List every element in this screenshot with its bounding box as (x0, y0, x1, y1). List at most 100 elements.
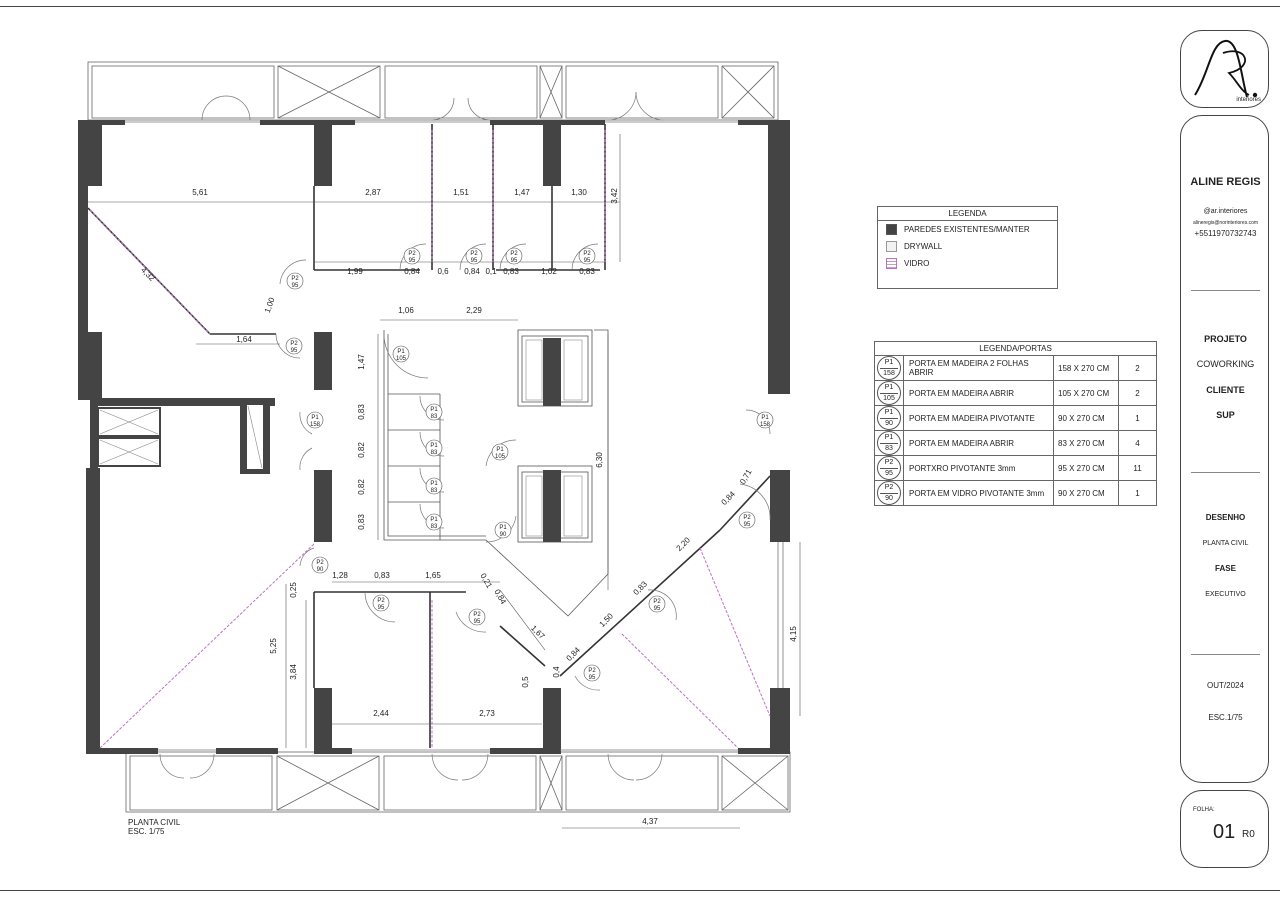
dim-right-height: 4,15 (789, 626, 798, 642)
door-quantity: 1 (1135, 488, 1140, 498)
tag-code: P2 (588, 668, 596, 674)
door-quantity: 2 (1135, 363, 1140, 373)
dim-right-diag-a: 0,71 (738, 467, 754, 485)
legend-item-glass: VIDRO (878, 255, 1057, 272)
tag-code: P2 (653, 599, 661, 605)
designer-email: alineregis@norinteriores.com (1192, 220, 1259, 226)
dim-core-height: 6,30 (595, 452, 604, 468)
shaft-boxes (97, 407, 161, 467)
shaft-crosses (99, 405, 263, 469)
tag-size: 95 (511, 258, 518, 264)
tag-code: P2 (510, 251, 518, 257)
door-legend-title: LEGENDA/PORTAS (875, 342, 1156, 356)
drywall-partitions (87, 124, 771, 748)
dim-right-top: 3,42 (610, 188, 619, 204)
door-quantity: 4 (1135, 438, 1140, 448)
dim-top-3: 1,51 (453, 188, 469, 197)
dim-upper-8: 0,83 (579, 267, 595, 276)
tag-size: 95 (474, 619, 481, 625)
dim-diag-left: 4,32 (139, 266, 157, 284)
tag-code: P2 (291, 276, 299, 282)
drywall-swatch-icon (886, 241, 897, 252)
legend-item-label: DRYWALL (904, 242, 943, 251)
dim-bottom-b: 2,73 (479, 709, 495, 718)
ar-logo-icon (1194, 40, 1258, 98)
dim-core-left-2: 0,83 (357, 404, 366, 420)
dim-bottom-a: 2,44 (373, 709, 389, 718)
door-dimension: 95 X 270 CM (1054, 456, 1119, 480)
materials-legend: LEGENDA PAREDES EXISTENTES/MANTER DRYWAL… (877, 206, 1058, 289)
drawing-label: DESENHO (1205, 513, 1246, 522)
plan-title: PLANTA CIVIL (128, 818, 181, 827)
dim-right-diag-e: 1,50 (598, 611, 616, 629)
elevator-inner (525, 339, 583, 537)
divider (1191, 654, 1260, 655)
designer-phone: +5511970732743 (1194, 229, 1257, 238)
dim-core-top-b: 2,29 (466, 306, 482, 315)
tag-size: 95 (584, 258, 591, 264)
tag-code: P1 (430, 481, 438, 487)
door-quantity: 2 (1135, 388, 1140, 398)
door-dimension: 105 X 270 CM (1054, 381, 1119, 405)
dim-lower-left-a: 0,25 (289, 582, 298, 598)
dim-right-diag-b: 0,84 (720, 489, 738, 507)
tag-size: 105 (495, 454, 506, 460)
dim-upper-1: 1,99 (347, 267, 363, 276)
dimension-lines (88, 134, 801, 829)
door-description: PORTA EM MADEIRA 2 FOLHAS ABRIR (904, 356, 1054, 380)
tag-size: 83 (431, 488, 438, 494)
logo-caption: interiores (1236, 97, 1261, 103)
glass-walls (89, 130, 771, 749)
plan-scale: ESC. 1/75 (128, 827, 165, 836)
door-size: 105 (883, 394, 895, 402)
dim-corridor: 1,64 (236, 335, 252, 344)
dim-upper-7: 1,02 (541, 267, 557, 276)
door-code: P1 (884, 408, 894, 416)
project-value: COWORKING (1196, 359, 1255, 369)
dim-small-a: 0,5 (521, 676, 530, 688)
dim-small-c: 0,84 (565, 645, 583, 663)
dim-lower-diag-a: 0,21 (478, 572, 494, 590)
dim-lower-left-total: 5,25 (269, 638, 278, 654)
tag-code: P1 (430, 443, 438, 449)
date-value: OUT/2024 (1207, 681, 1244, 690)
door-description: PORTA EM MADEIRA ABRIR (904, 431, 1054, 455)
wall-swatch-icon (886, 224, 897, 235)
client-value: SUP (1216, 410, 1235, 420)
tag-size: 95 (744, 522, 751, 528)
door-tags (285, 247, 774, 682)
tag-size: 83 (431, 450, 438, 456)
door-quantity: 1 (1135, 413, 1140, 423)
tag-size: 158 (760, 422, 771, 428)
door-description: PORTA EM MADEIRA ABRIR (904, 381, 1054, 405)
dim-lower-left-b: 3,84 (289, 664, 298, 680)
tag-size: 158 (310, 422, 321, 428)
title-block-info: ALINE REGIS @ar.interiores alineregis@no… (1180, 115, 1269, 783)
dim-lower-1: 1,28 (332, 571, 348, 580)
dim-upper-2: 0,84 (404, 267, 420, 276)
tag-code: P2 (473, 612, 481, 618)
top-balconies (87, 61, 779, 121)
door-swings (159, 91, 771, 781)
legend-title: LEGENDA (878, 207, 1057, 221)
tag-code: P1 (499, 525, 507, 531)
dim-core-top-a: 1,06 (398, 306, 414, 315)
dim-core-left-5: 0,83 (357, 514, 366, 530)
door-size: 83 (885, 444, 893, 452)
dim-top-4: 1,47 (514, 188, 530, 197)
divider (1191, 290, 1260, 291)
door-dimension: 158 X 270 CM (1054, 356, 1119, 380)
dim-upper-6: 0,83 (503, 267, 519, 276)
legend-item-label: VIDRO (904, 259, 930, 268)
tag-code: P1 (496, 447, 504, 453)
tag-size: 95 (291, 348, 298, 354)
